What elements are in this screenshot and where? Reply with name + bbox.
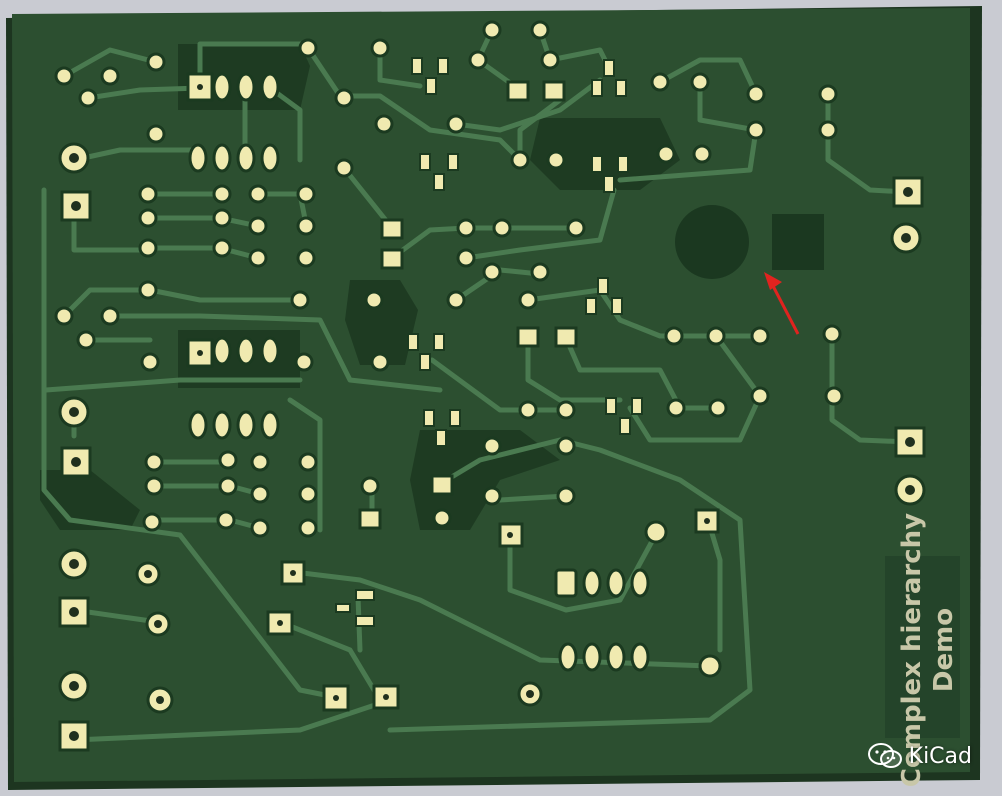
pads-smd (335, 57, 643, 627)
board-surface (12, 8, 970, 782)
silkscreen-line-1: Complex hierarchy (897, 513, 927, 787)
silkscreen-line-2: Demo (929, 608, 959, 692)
watermark: KiCad (867, 742, 972, 770)
mounting-hole-round (675, 205, 749, 279)
silkscreen-label: Complex hierarchy Demo (897, 513, 959, 787)
watermark-label: KiCad (908, 743, 972, 769)
pads-oval (188, 72, 650, 672)
mounting-pad-square (772, 214, 824, 270)
wechat-icon (867, 743, 902, 768)
drill-holes (69, 84, 915, 741)
annotation-arrow (764, 272, 800, 335)
